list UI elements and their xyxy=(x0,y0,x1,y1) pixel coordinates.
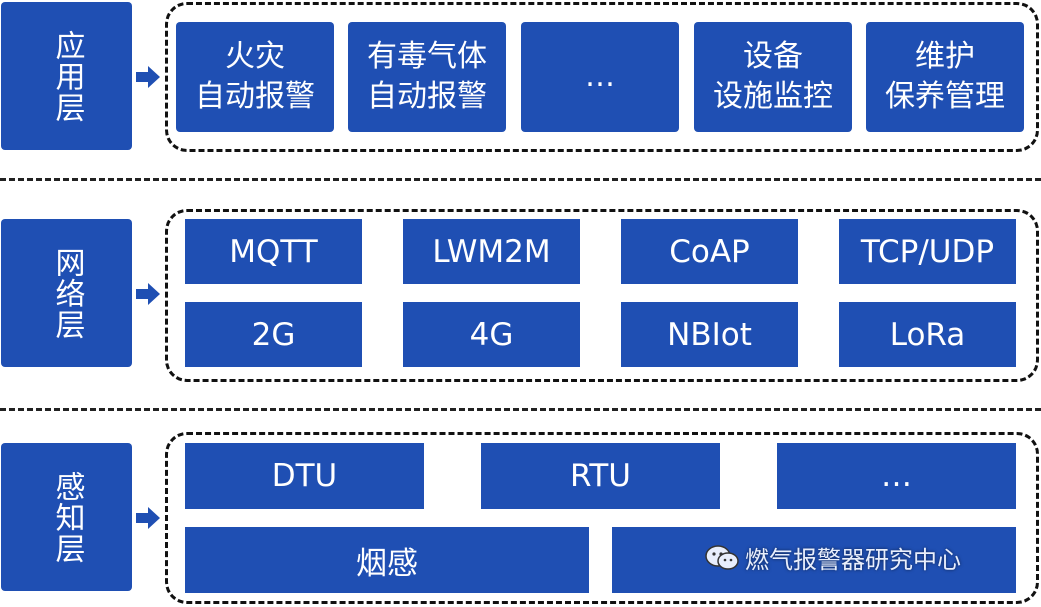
gas-alarm-box xyxy=(612,527,1016,593)
2g-box: 2G xyxy=(185,302,362,367)
sense-ellipsis-box: … xyxy=(777,443,1016,509)
4g-box: 4G xyxy=(403,302,580,367)
layer-separator xyxy=(0,178,1041,181)
arrow-right-icon xyxy=(136,283,160,305)
rtu-box: RTU xyxy=(481,443,720,509)
lora-box: LoRa xyxy=(839,302,1016,367)
layer-separator xyxy=(0,408,1041,411)
application-layer-label: 应用层 xyxy=(1,2,132,150)
lwm2m-box: LWM2M xyxy=(403,219,580,284)
arrow-right-icon xyxy=(136,507,160,529)
arrow-right-icon xyxy=(136,66,160,88)
mqtt-box: MQTT xyxy=(185,219,362,284)
network-layer-label: 网络层 xyxy=(1,219,132,367)
nbiot-box: NBIot xyxy=(621,302,798,367)
dtu-box: DTU xyxy=(185,443,424,509)
wechat-icon xyxy=(705,544,739,570)
network-group xyxy=(165,209,1039,382)
smoke-sensor-box: 烟感 xyxy=(185,527,589,593)
tcp-udp-box: TCP/UDP xyxy=(839,219,1016,284)
fire-alarm-box: 火灾 自动报警 xyxy=(176,22,334,132)
coap-box: CoAP xyxy=(621,219,798,284)
watermark: 燃气报警器研究中心 xyxy=(705,540,961,575)
app-ellipsis-box: … xyxy=(521,22,679,132)
application-group xyxy=(165,2,1039,152)
toxic-gas-alarm-box: 有毒气体 自动报警 xyxy=(348,22,506,132)
equipment-monitoring-box: 设备 设施监控 xyxy=(694,22,852,132)
maintenance-management-box: 维护 保养管理 xyxy=(866,22,1024,132)
perception-group xyxy=(165,432,1039,604)
perception-layer-label: 感知层 xyxy=(1,443,132,591)
